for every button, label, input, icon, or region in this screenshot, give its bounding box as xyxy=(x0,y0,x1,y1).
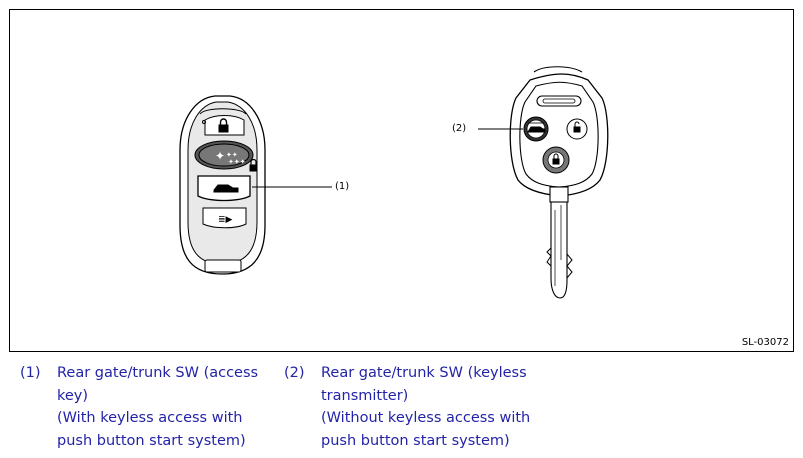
lock-button xyxy=(202,115,245,136)
callout-label-1: (1) xyxy=(335,181,350,192)
legend-line: (With keyless access with xyxy=(57,410,243,426)
svg-text:✦: ✦ xyxy=(215,149,225,163)
callout-label-2: (2) xyxy=(452,123,467,134)
key-illustration: ✦ ✦✦ ✦✦✦ ≣▶ xyxy=(179,66,609,299)
keyless-transmitter-key xyxy=(509,66,609,299)
legend-number: (1) xyxy=(20,365,41,381)
svg-text:✦✦: ✦✦ xyxy=(226,151,238,159)
panic-button: ≣▶ xyxy=(202,207,247,229)
legend-line: (Without keyless access with xyxy=(321,410,531,426)
legend-description: Rear gate/trunk SW (keyless transmitter)… xyxy=(321,362,530,452)
legend-line: Rear gate/trunk SW (access xyxy=(57,365,259,381)
trunk-button-transmitter xyxy=(523,116,549,142)
legend-line: key) xyxy=(57,387,89,404)
unlock-button-transmitter xyxy=(566,118,588,140)
legend-line: push button start system) xyxy=(57,432,246,449)
trunk-button-access-key xyxy=(197,175,251,202)
legend-line: push button start system) xyxy=(321,432,510,449)
legend-line: Rear gate/trunk SW (keyless xyxy=(321,365,527,381)
emblem-button: ✦ ✦✦ ✦✦✦ xyxy=(194,140,258,172)
legend-number: (2) xyxy=(284,365,305,381)
svg-text:≣▶: ≣▶ xyxy=(218,215,233,225)
lock-button-transmitter xyxy=(542,146,570,174)
figure-code: SL-03072 xyxy=(741,337,789,348)
svg-text:✦✦✦: ✦✦✦ xyxy=(228,158,246,166)
legend-line: transmitter) xyxy=(321,387,409,404)
figure-frame: ✦ ✦✦ ✦✦✦ ≣▶ xyxy=(9,9,794,352)
legend-description: Rear gate/trunk SW (access key) (With ke… xyxy=(57,362,258,452)
